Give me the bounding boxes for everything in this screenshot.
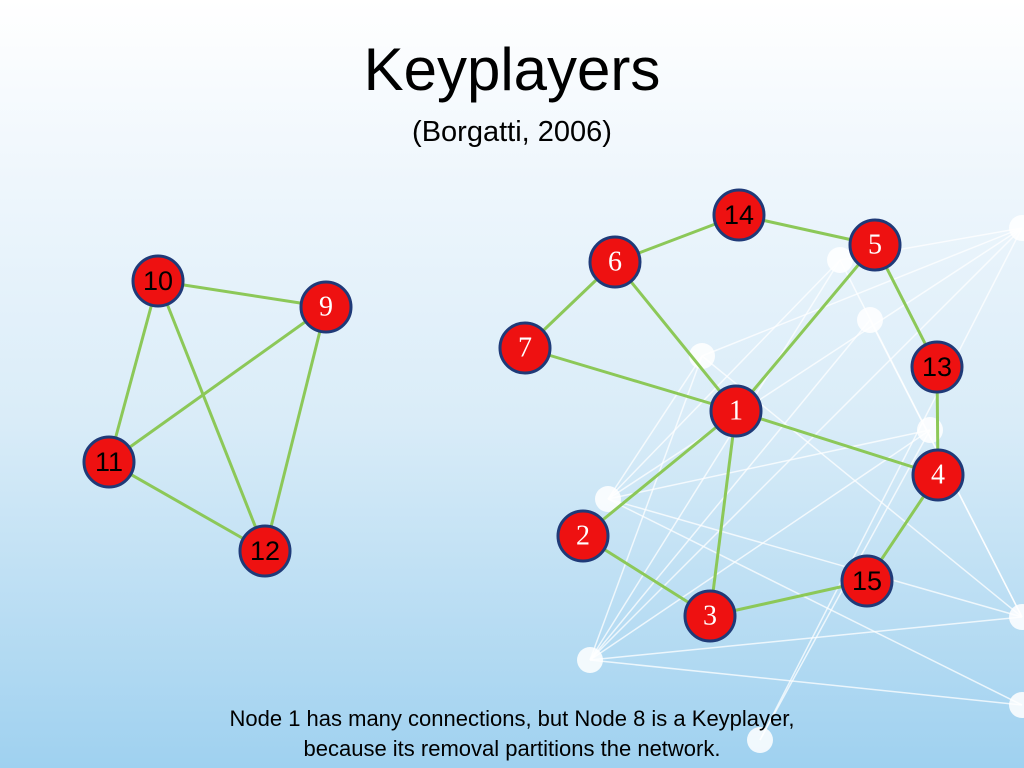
edge-9-11 <box>108 305 327 464</box>
node-11: 11 <box>82 435 136 489</box>
background-web-line <box>701 227 1023 357</box>
node-label: 2 <box>576 521 590 552</box>
node-10: 10 <box>131 254 185 308</box>
node-label: 14 <box>724 200 754 230</box>
background-web-line <box>589 227 1023 661</box>
node-7: 7 <box>498 321 552 375</box>
node-14: 14 <box>712 188 766 242</box>
background-web-line <box>759 227 1023 741</box>
node-label: 5 <box>868 230 882 261</box>
edge-1-4 <box>735 409 939 477</box>
background-web-line <box>589 319 871 661</box>
network-edges <box>107 213 940 618</box>
background-web-line <box>607 355 703 500</box>
node-circle <box>709 384 763 438</box>
node-label: 3 <box>703 601 717 632</box>
background-web-dot <box>595 486 621 512</box>
node-circle <box>82 435 136 489</box>
background-web-line <box>589 259 841 661</box>
node-label: 7 <box>518 333 532 364</box>
background-web-dot <box>1009 215 1024 241</box>
node-label: 10 <box>143 266 173 296</box>
background-web-dot <box>857 307 883 333</box>
node-label: 13 <box>922 352 952 382</box>
node-label: 6 <box>608 247 622 278</box>
node-15: 15 <box>840 554 894 608</box>
node-circle <box>910 340 964 394</box>
background-web-decoration <box>577 215 1024 753</box>
caption-line-2: because its removal partitions the netwo… <box>303 736 721 761</box>
node-3: 3 <box>683 589 737 643</box>
background-web-line <box>589 429 931 661</box>
background-web-line <box>589 659 1023 706</box>
slide-subtitle: (Borgatti, 2006) <box>412 116 612 148</box>
edge-3-15 <box>709 579 868 618</box>
node-5: 5 <box>848 218 902 272</box>
edge-1-2 <box>582 409 737 538</box>
edge-10-11 <box>107 280 160 463</box>
background-web-line <box>607 429 931 500</box>
node-label: 9 <box>319 292 333 323</box>
node-circle <box>712 188 766 242</box>
edge-11-12 <box>108 460 266 553</box>
node-circle <box>683 589 737 643</box>
node-label: 11 <box>95 447 123 477</box>
background-web-line <box>607 498 1023 618</box>
background-web-line <box>607 259 841 500</box>
node-circle <box>238 524 292 578</box>
node-circle <box>840 554 894 608</box>
edge-1-3 <box>708 410 738 617</box>
edge-9-12 <box>263 306 328 552</box>
node-label: 15 <box>852 566 882 596</box>
background-web-dot <box>827 247 853 273</box>
node-circle <box>131 254 185 308</box>
node-circle <box>498 321 552 375</box>
background-web-line <box>589 616 1023 661</box>
edge-6-1 <box>613 261 738 412</box>
slide-title: Keyplayers <box>363 36 661 103</box>
node-circle <box>556 509 610 563</box>
edge-10-9 <box>157 279 327 309</box>
slide-caption: Node 1 has many connections, but Node 8 … <box>0 704 1024 764</box>
node-circle <box>588 235 642 289</box>
node-1: 1 <box>709 384 763 438</box>
node-label: 4 <box>931 460 945 491</box>
edge-10-12 <box>156 280 267 552</box>
caption-line-1: Node 1 has many connections, but Node 8 … <box>229 706 795 731</box>
edge-7-1 <box>524 346 737 413</box>
background-web-dot <box>577 647 603 673</box>
background-web-line <box>589 355 703 661</box>
node-9: 9 <box>299 280 353 334</box>
node-6: 6 <box>588 235 642 289</box>
node-2: 2 <box>556 509 610 563</box>
background-web-line <box>607 498 1023 706</box>
background-web-line <box>607 227 1023 500</box>
background-web-dot <box>1009 692 1024 718</box>
node-13: 13 <box>910 340 964 394</box>
node-circle <box>848 218 902 272</box>
background-web-dot <box>1009 604 1024 630</box>
node-4: 4 <box>911 448 965 502</box>
edge-5-1 <box>734 244 877 412</box>
node-label: 1 <box>729 396 743 427</box>
node-circle <box>299 280 353 334</box>
node-label: 12 <box>250 536 280 566</box>
background-web-dot <box>747 727 773 753</box>
node-circle <box>911 448 965 502</box>
node-12: 12 <box>238 524 292 578</box>
